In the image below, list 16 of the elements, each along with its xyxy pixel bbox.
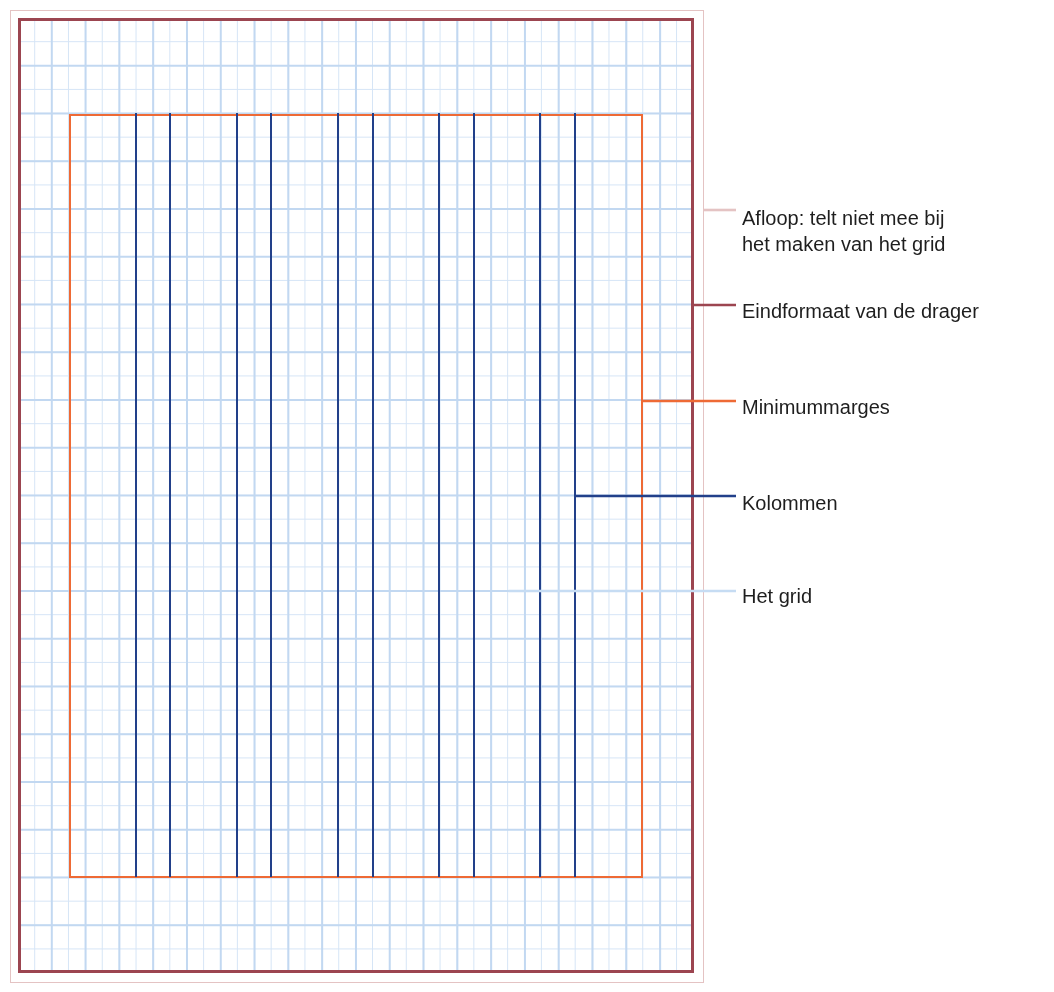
- column: [337, 113, 374, 877]
- callout-label: Afloop: telt niet mee bij het maken van het grid: [736, 205, 957, 257]
- callout-label: Kolommen: [736, 490, 838, 516]
- margin-frame: [68, 113, 643, 878]
- column: [438, 113, 475, 877]
- leader-line: [693, 303, 736, 307]
- column: [135, 113, 171, 877]
- leader-line: [704, 208, 736, 212]
- column: [539, 113, 576, 877]
- callout-label: Het grid: [736, 583, 813, 609]
- leader-line: [508, 589, 736, 593]
- leader-line: [576, 494, 736, 498]
- callout-label: Minimummarges: [736, 394, 890, 420]
- callout-label: Eindformaat van de drager: [736, 298, 979, 324]
- column: [236, 113, 272, 877]
- leader-line: [642, 399, 736, 403]
